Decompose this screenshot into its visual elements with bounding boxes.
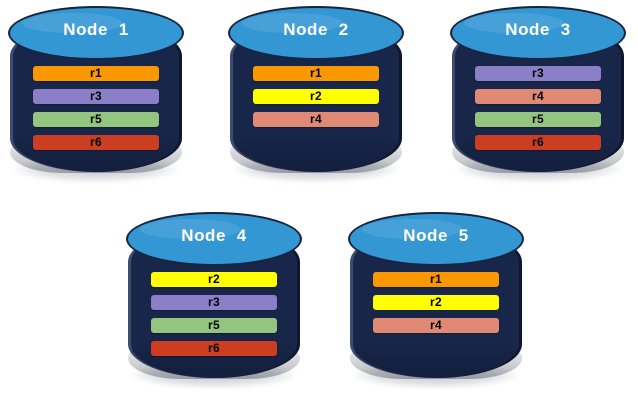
record-label: r6	[208, 341, 220, 355]
record-label: r5	[90, 112, 102, 126]
record-list: r2 r3 r5 r6	[126, 272, 302, 364]
record-label: r1	[90, 66, 102, 80]
record-label: r3	[532, 66, 544, 80]
node-label: Node 5	[403, 226, 469, 245]
record-label: r6	[532, 135, 544, 149]
record-bar-r3[interactable]: r3	[151, 295, 277, 310]
record-bar-r2[interactable]: r2	[151, 272, 277, 287]
record-label: r2	[208, 272, 220, 286]
record-bar-r1[interactable]: r1	[253, 66, 379, 81]
record-bar-r4[interactable]: r4	[373, 318, 499, 333]
record-bar-r4[interactable]: r4	[253, 112, 379, 127]
record-bar-r4[interactable]: r4	[475, 89, 601, 104]
record-label: r3	[90, 89, 102, 103]
record-list: r3 r4 r5 r6	[450, 66, 626, 158]
record-label: r2	[310, 89, 322, 103]
database-cylinder-icon	[348, 212, 524, 266]
node-5[interactable]: Node 5 r1 r2 r4	[348, 212, 524, 390]
database-cylinder-icon	[8, 6, 184, 60]
record-bar-r1[interactable]: r1	[373, 272, 499, 287]
database-cylinder-icon	[450, 6, 626, 60]
record-label: r1	[310, 66, 322, 80]
record-label: r5	[208, 318, 220, 332]
record-label: r4	[430, 318, 442, 332]
database-cylinder-icon	[228, 6, 404, 60]
record-list: r1 r2 r4	[348, 272, 524, 341]
record-label: r5	[532, 112, 544, 126]
record-bar-r3[interactable]: r3	[475, 66, 601, 81]
record-bar-r6[interactable]: r6	[475, 135, 601, 150]
record-list: r1 r2 r4	[228, 66, 404, 135]
record-label: r4	[310, 112, 322, 126]
node-label: Node 1	[63, 20, 129, 39]
node-3[interactable]: Node 3 r3 r4 r5 r6	[450, 6, 626, 184]
record-bar-r5[interactable]: r5	[151, 318, 277, 333]
record-bar-r3[interactable]: r3	[33, 89, 159, 104]
record-bar-r6[interactable]: r6	[151, 341, 277, 356]
record-bar-r5[interactable]: r5	[33, 112, 159, 127]
record-bar-r5[interactable]: r5	[475, 112, 601, 127]
node-2[interactable]: Node 2 r1 r2 r4	[228, 6, 404, 184]
record-label: r1	[430, 272, 442, 286]
record-bar-r1[interactable]: r1	[33, 66, 159, 81]
node-label: Node 2	[283, 20, 349, 39]
record-bar-r6[interactable]: r6	[33, 135, 159, 150]
record-label: r3	[208, 295, 220, 309]
record-list: r1 r3 r5 r6	[8, 66, 184, 158]
node-label: Node 3	[505, 20, 571, 39]
record-label: r2	[430, 295, 442, 309]
record-label: r6	[90, 135, 102, 149]
record-bar-r2[interactable]: r2	[373, 295, 499, 310]
node-4[interactable]: Node 4 r2 r3 r5 r6	[126, 212, 302, 390]
node-label: Node 4	[181, 226, 247, 245]
record-label: r4	[532, 89, 544, 103]
node-1[interactable]: Node 1 r1 r3 r5 r6	[8, 6, 184, 184]
record-bar-r2[interactable]: r2	[253, 89, 379, 104]
database-cylinder-icon	[126, 212, 302, 266]
